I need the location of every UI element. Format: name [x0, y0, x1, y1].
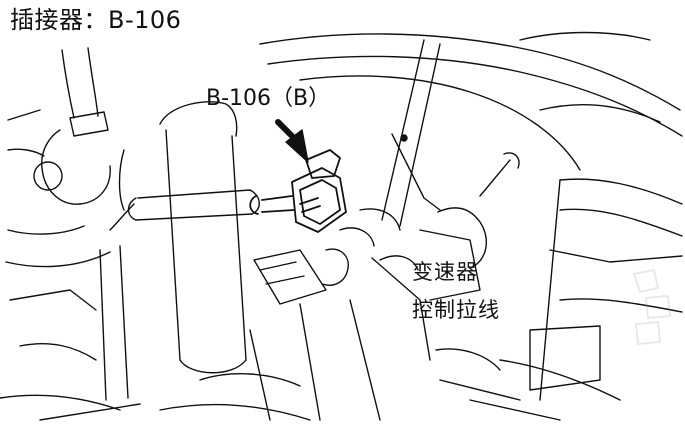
connector-label: B-106（B） — [206, 86, 331, 111]
lower-assembly — [159, 208, 521, 421]
left-frame — [0, 109, 141, 421]
connector-b106 — [249, 149, 347, 233]
right-frame — [469, 178, 683, 421]
diagram-title: 插接器：B-106 — [10, 6, 182, 34]
pointer-arrow — [275, 119, 309, 163]
large-hose — [109, 101, 260, 374]
upper-right-harness — [259, 31, 683, 269]
watermark-stamp — [632, 268, 672, 346]
transmission-cable-label-line1: 变速器 — [412, 260, 478, 284]
transmission-cable-label-line2: 控制拉线 — [412, 298, 500, 322]
upper-pipe — [33, 47, 111, 205]
